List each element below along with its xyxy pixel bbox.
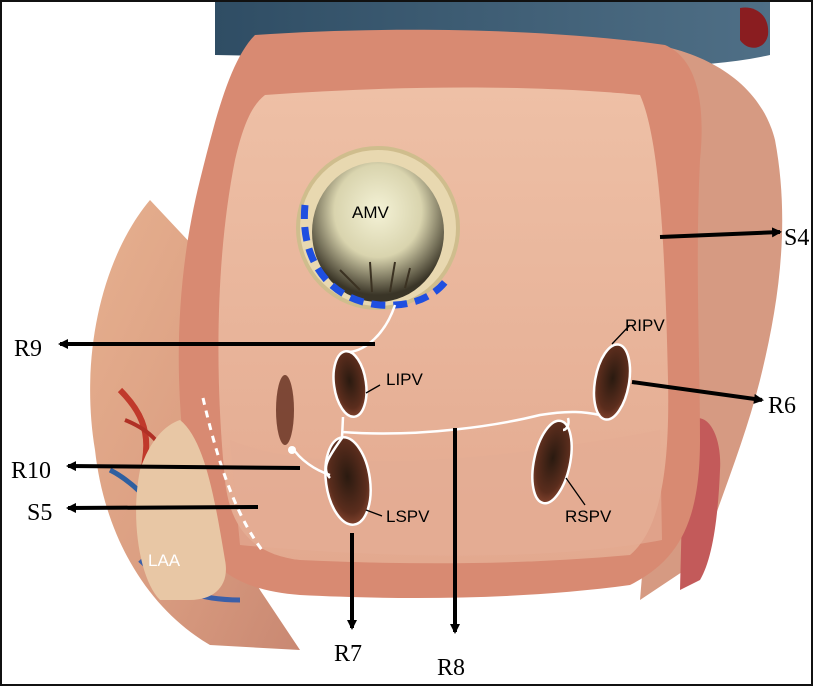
label-r9: R9	[14, 336, 42, 362]
label-lspv: LSPV	[386, 507, 430, 526]
label-r8: R8	[437, 655, 465, 681]
label-lipv: LIPV	[386, 370, 424, 389]
label-r10: R10	[11, 458, 51, 484]
label-laa: LAA	[148, 551, 181, 570]
arrow-r10	[68, 466, 300, 468]
ablation-point	[288, 446, 296, 454]
left-wall-ostium	[276, 375, 294, 445]
heart-model	[90, 2, 782, 650]
mitral-valve-opening	[312, 162, 444, 302]
label-rspv: RSPV	[565, 507, 612, 526]
arrow-s5	[68, 507, 258, 508]
label-s4: S4	[784, 225, 809, 251]
label-r7: R7	[334, 641, 362, 667]
label-s5: S5	[27, 500, 52, 526]
label-r6: R6	[768, 393, 796, 419]
label-amv: AMV	[352, 203, 390, 222]
label-ripv: RIPV	[625, 316, 665, 335]
